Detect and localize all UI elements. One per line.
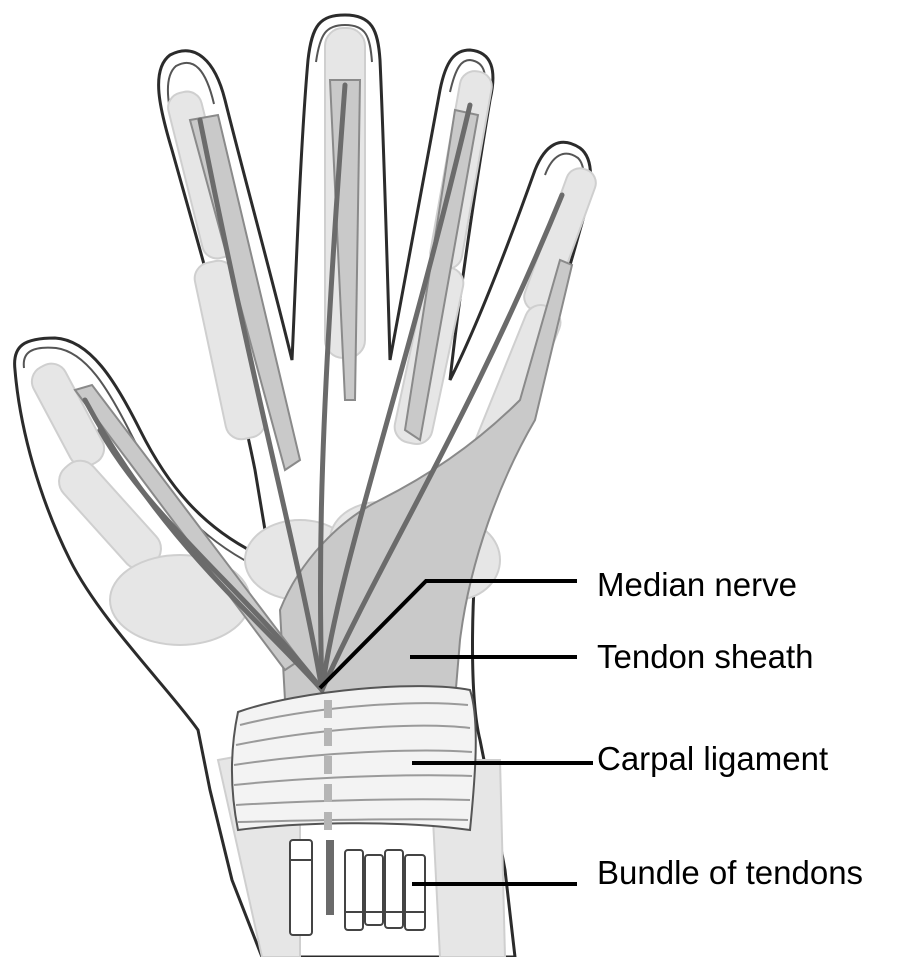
- label-carpal-ligament: Carpal ligament: [597, 740, 828, 777]
- label-median-nerve: Median nerve: [597, 566, 797, 603]
- carpal-ligament-shape: [232, 686, 476, 830]
- label-bundle-of-tendons: Bundle of tendons: [597, 854, 863, 891]
- labels: Median nerve Tendon sheath Carpal ligame…: [597, 566, 863, 891]
- label-tendon-sheath: Tendon sheath: [597, 638, 814, 675]
- hand-illustration: [15, 15, 600, 957]
